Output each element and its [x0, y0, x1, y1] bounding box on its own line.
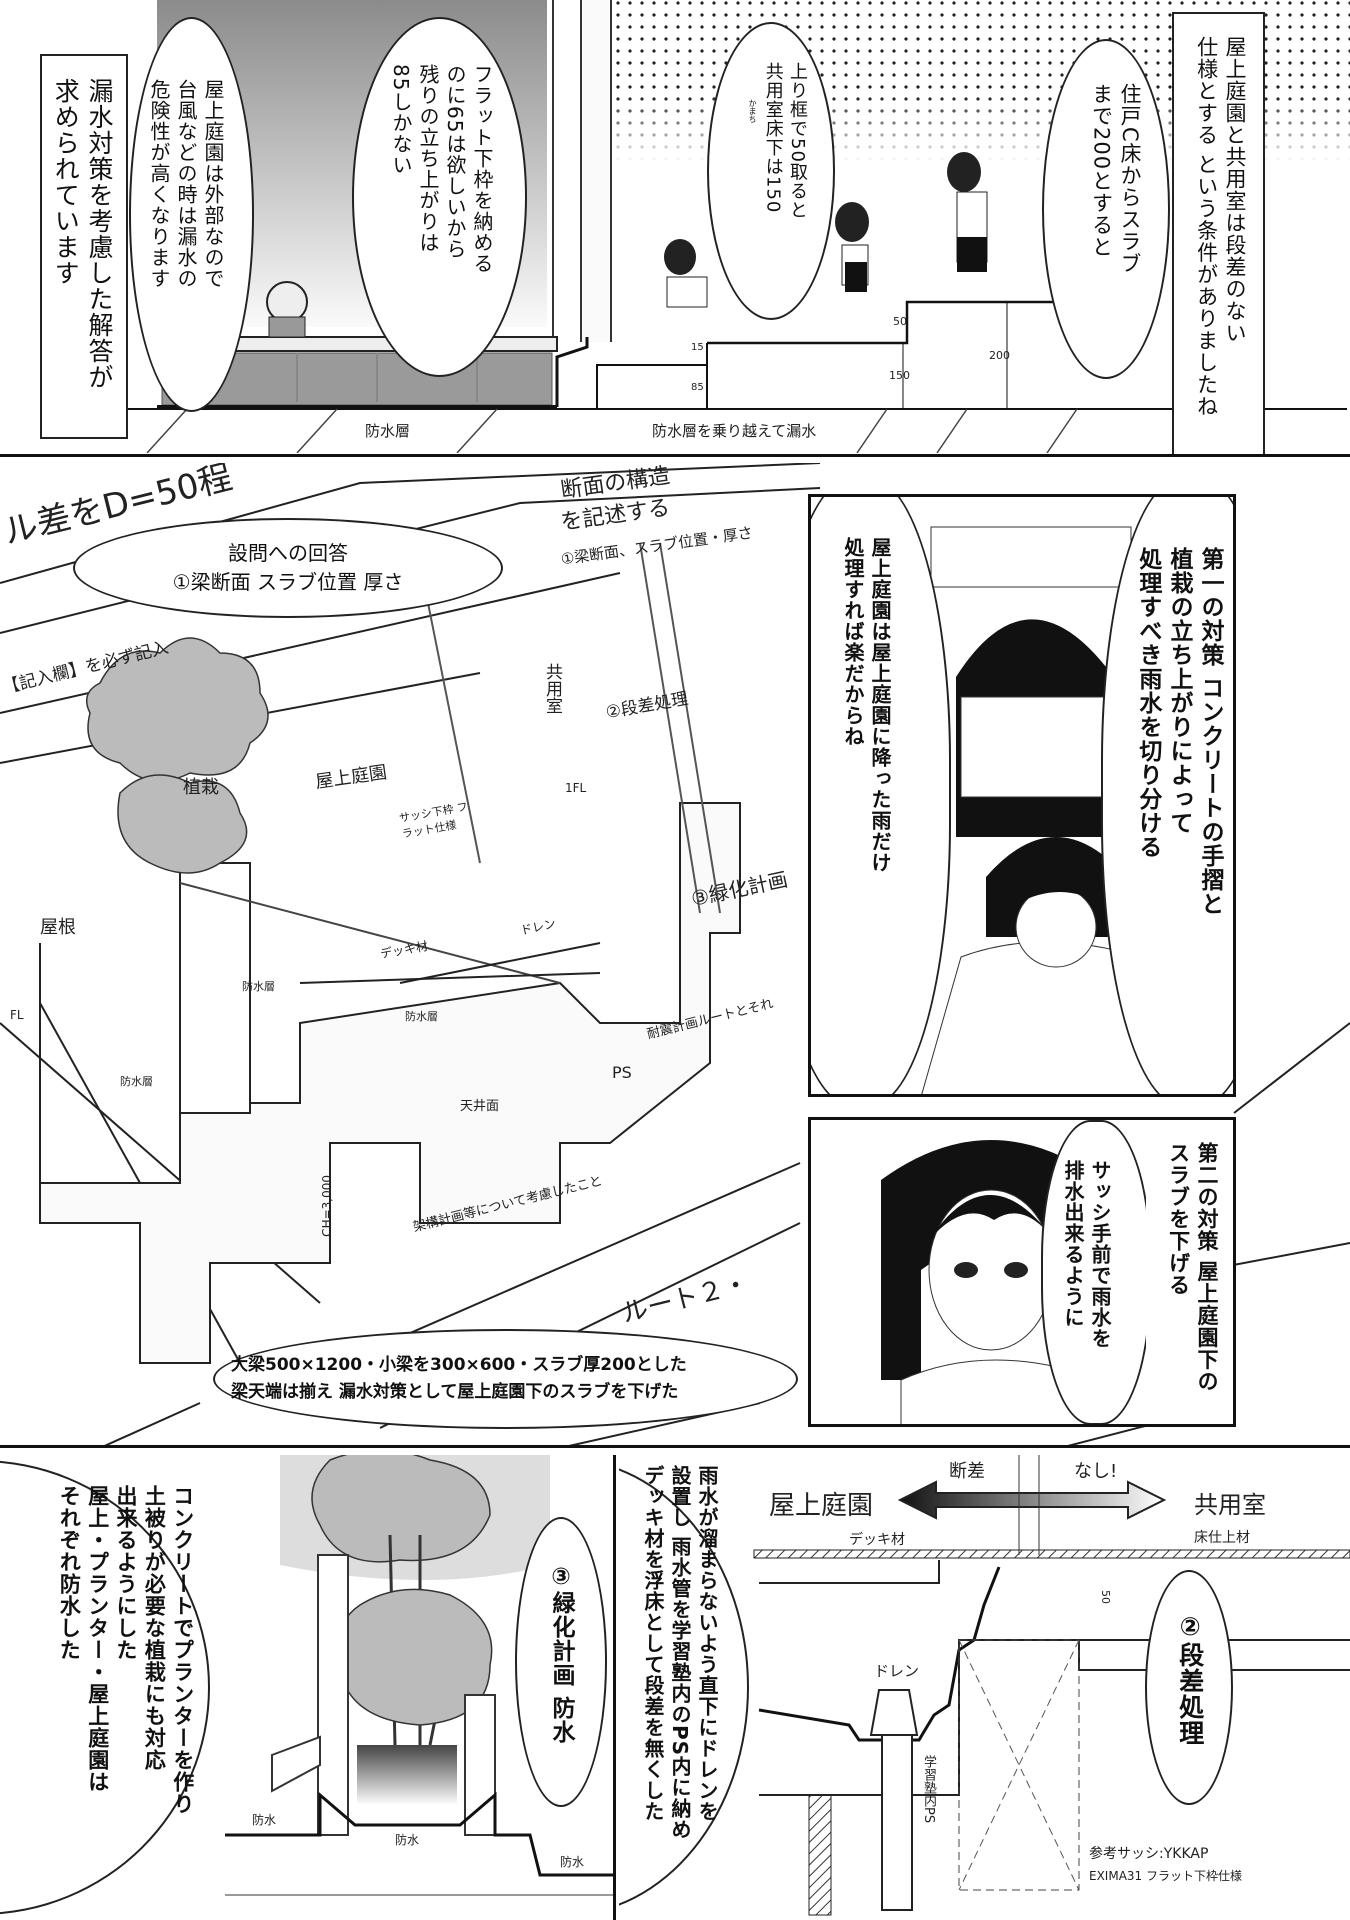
bubble-line: 残りの立ち上がりは: [416, 64, 440, 253]
narration-line: 処理すべき雨水を切り分ける: [1134, 547, 1161, 859]
planter-line: 土被りが必要な植栽にも対応: [142, 1485, 167, 1771]
label-waterproof: 防水層: [120, 1075, 153, 1088]
result-line: 梁天端は揃え 漏水対策として屋上庭園下のスラブを下げた: [231, 1382, 679, 1402]
bubble-line: 台風などの時は漏水の: [174, 79, 198, 289]
thought-line: 処理すれば楽だからね: [841, 537, 865, 747]
panel-second-measure: 第二の対策 屋上庭園下の スラブを下げる サッシ手前で雨水を 排水出来るように: [808, 1117, 1236, 1427]
label-planting: 植栽: [183, 777, 219, 798]
sash-frame: [552, 0, 582, 342]
label-roof: 屋根: [40, 917, 76, 938]
dim-15: 15: [691, 342, 704, 353]
bubble-line: フラット下枠を納める: [470, 64, 494, 274]
panel-greening: コンクリートでプランターを作り 土被りが必要な植栽にも対応 出来るようにした 屋…: [0, 1455, 616, 1920]
green-plan-bubble: ③緑化計画 防水: [515, 1517, 607, 1807]
panel-step-treatment: 屋上庭園 断差 なし! 共用室 デッキ材 床仕上材 ドレン 学習塾内PS 50 …: [619, 1455, 1350, 1920]
planter-line: 屋上・プランター・屋上庭園は: [85, 1485, 110, 1793]
narration-line: 屋上庭園と共用室は段差のない: [1223, 36, 1247, 344]
bubble-line: 85しかない: [389, 64, 413, 176]
bubble-slab: 住戸C床からスラブ まで200とすると: [1042, 39, 1170, 379]
answer-bubble: 設問への回答 ①梁断面 スラブ位置 厚さ: [73, 518, 503, 618]
answer-item: ①梁断面 スラブ位置 厚さ: [172, 570, 404, 594]
label-ps: PS: [612, 1063, 632, 1082]
label-waterproof: 防水層: [242, 980, 275, 993]
panel-first-measure: 第一の対策 コンクリートの手摺と 植栽の立ち上がりによって 処理すべき雨水を切り…: [808, 494, 1236, 1097]
thought-line: 屋上庭園は屋上庭園に降った雨だけ: [868, 537, 892, 873]
bubble-line: ②段差処理: [1175, 1612, 1205, 1746]
label-leak-over-waterproof: 防水層を乗り越えて漏水: [652, 422, 817, 440]
bubble-line: のに65は欲しいから: [443, 64, 467, 260]
label-shared-room: 共用室: [542, 663, 562, 714]
bubble-kamachi: 上り框で50取ると 共用室床下は150 かまち: [707, 22, 835, 320]
panel-leak-scene: 50 150 200 15 85 防水層 防水層を乗り越えて漏水 漏水対策を考慮…: [0, 0, 1350, 457]
planter-line: それぞれ防水した: [57, 1485, 82, 1661]
rain-line: 設置し 雨水管を学習塾内のPS内に納め: [668, 1465, 692, 1841]
label-ps: 学習塾内PS: [921, 1755, 936, 1824]
thought-bubble-first: [811, 497, 951, 1094]
step-treatment-bubble: ②段差処理: [1145, 1570, 1233, 1805]
label-waterproof: 防水層: [405, 1010, 438, 1023]
bubble-line: 危険性が高くなります: [147, 79, 171, 289]
section-drawing: [127, 152, 1347, 453]
narration-area-second: [1146, 1120, 1233, 1424]
bubble-line: 住戸C床からスラブ: [1118, 83, 1142, 275]
thought-line: サッシ手前で雨水を: [1088, 1160, 1112, 1349]
dim-85: 85: [691, 382, 704, 393]
label-step: 断差: [949, 1461, 985, 1482]
result-line: 大梁500×1200・小梁を300×600・スラブ厚200とした: [231, 1354, 687, 1375]
narration-left: 漏水対策を考慮した解答が 求められています: [40, 54, 128, 439]
narration-line: 植栽の立ち上がりによって: [1165, 547, 1192, 835]
label-shared-room: 共用室: [1194, 1491, 1266, 1519]
tree-sketch: [85, 637, 269, 874]
bubble-line: ③緑化計画 防水: [548, 1564, 575, 1745]
rain-line: 雨水が溜まらないよう直下にドレンを: [695, 1465, 719, 1822]
panel-drawing-sheet: ル差をD=50程 断面の構造 を記述する ①梁断面、スラブ位置・厚さ 【記入欄】…: [0, 463, 1350, 1448]
bubble-flat-sill: フラット下枠を納める のに65は欲しいから 残りの立ち上がりは 85しかない: [352, 17, 527, 377]
bubble-line: 上り框で50取ると: [787, 62, 808, 220]
label-dim-50: 50: [1099, 1590, 1112, 1604]
student-illustration: [921, 526, 1181, 1094]
label-ch: CH=3,000: [320, 1175, 334, 1237]
rain-line: デッキ材を浮床として段差を無くした: [641, 1465, 665, 1822]
sash-glass: [582, 0, 612, 342]
thought-bubble-second: [1041, 1120, 1151, 1424]
label-deck: デッキ材: [849, 1532, 905, 1548]
narration-line: 漏水対策を考慮した解答が: [85, 78, 114, 390]
step-section: [753, 1455, 1350, 1916]
label-floor-finish: 床仕上材: [1194, 1530, 1250, 1546]
result-bubble: 大梁500×1200・小梁を300×600・スラブ厚200とした 梁天端は揃え …: [213, 1329, 798, 1429]
label-ceiling: 天井面: [460, 1099, 500, 1114]
planter-section: [225, 1455, 613, 1896]
narration-bubble-first: [1101, 497, 1233, 1094]
narration-right: 屋上庭園と共用室は段差のない 仕様とする という条件がありましたね: [1172, 12, 1265, 454]
ruby-kamachi: かまち: [748, 99, 757, 123]
label-none: なし!: [1074, 1461, 1118, 1482]
label-1fl: 1FL: [565, 781, 587, 795]
label-sash-model: EXIMA31 フラット下枠仕様: [1089, 1869, 1242, 1883]
label-fl: FL: [10, 1008, 24, 1022]
bubble-typhoon: 屋上庭園は外部なので 台風などの時は漏水の 危険性が高くなります: [129, 17, 254, 412]
planter-line: コンクリートでプランターを作り: [170, 1485, 195, 1815]
thought-line: 排水出来るように: [1061, 1160, 1085, 1328]
narration-line: 第二の対策 屋上庭園下の: [1195, 1142, 1219, 1393]
answer-title: 設問への回答: [228, 541, 348, 565]
narration-line: 仕様とする という条件がありましたね: [1194, 36, 1219, 418]
bubble-line: まで200とすると: [1089, 83, 1114, 259]
label-drain: ドレン: [874, 1662, 920, 1680]
label-waterproof-layer: 防水層: [365, 422, 411, 440]
dim-150: 150: [889, 369, 910, 382]
bubble-line: 屋上庭園は外部なので: [201, 79, 225, 289]
planter-line: 出来るようにした: [114, 1485, 139, 1661]
narration-line: 求められています: [51, 78, 81, 286]
label-waterproof: 防水: [395, 1833, 420, 1847]
narration-line: スラブを下げる: [1166, 1142, 1191, 1296]
bubble-line: 共用室床下は150: [762, 62, 784, 214]
dim-50: 50: [893, 315, 907, 328]
label-sash-ref: 参考サッシ:YKKAP: [1089, 1846, 1209, 1862]
label-waterproof: 防水: [252, 1813, 277, 1827]
label-waterproof: 防水: [560, 1855, 585, 1869]
label-roof-garden: 屋上庭園: [769, 1491, 874, 1521]
dim-200: 200: [989, 349, 1010, 362]
narration-line: 第一の対策 コンクリートの手摺と: [1197, 547, 1223, 917]
